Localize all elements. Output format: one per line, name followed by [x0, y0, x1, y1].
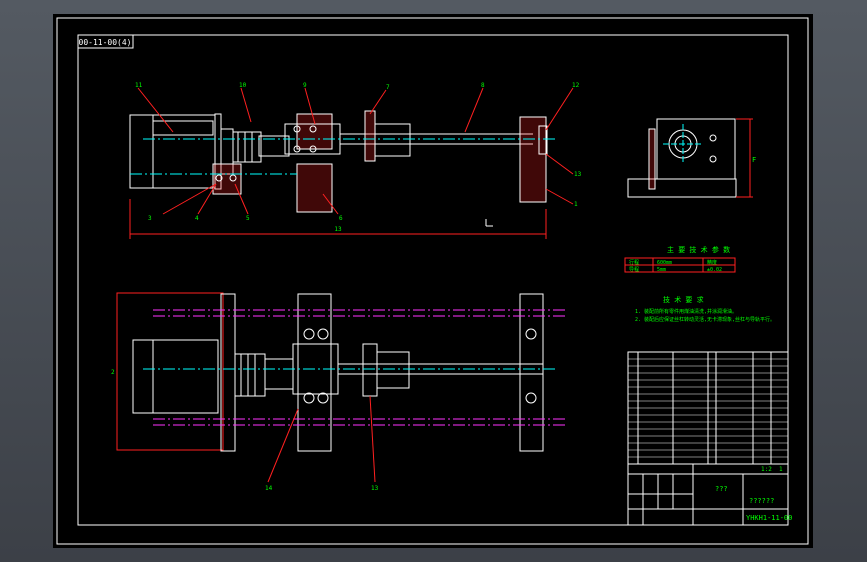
nut-flange	[364, 110, 376, 162]
title-block: ??? ?????? YHKH1-11-00 1:2 1	[627, 463, 792, 526]
plan-end-support	[519, 293, 544, 452]
side-view: F	[627, 118, 756, 198]
title-block-company: ??????	[749, 497, 774, 505]
assembly-drawing: 00-11-00(4)	[56, 17, 809, 545]
param-cell: 精度	[707, 259, 717, 266]
callout-9: 6	[339, 215, 343, 222]
callout-2: 10	[239, 82, 247, 89]
bearing-seat-lower	[296, 163, 333, 213]
parameter-table: 主 要 技 术 参 数 行程 600mm 精度 导程 5mm ±0.02	[624, 245, 736, 273]
param-cell: 行程	[629, 259, 639, 266]
side-housing	[656, 118, 736, 180]
callout-10: 3	[148, 215, 152, 222]
callout-13: 14	[265, 485, 273, 492]
callout-3: 9	[303, 82, 307, 89]
title-tab-box	[77, 34, 134, 49]
ball-nut	[374, 123, 411, 157]
callout-4: 7	[386, 84, 390, 91]
callout-5: 8	[481, 82, 485, 89]
end-support	[519, 116, 547, 203]
front-view: 13 11 10 9 7 8 12	[129, 82, 582, 239]
tech-title: 技 术 要 求	[663, 295, 704, 304]
param-cell: ±0.02	[707, 267, 722, 273]
tech-line-1: 1. 装配前所有零件用煤油清洗,并涂润滑油。	[635, 308, 737, 315]
plan-coupling	[234, 353, 266, 397]
param-cell: 导程	[629, 266, 639, 273]
callout-7: 13	[574, 171, 582, 178]
plan-dimension-text: 2	[111, 369, 115, 376]
outer-frame	[56, 17, 809, 545]
drawing-sheet: 00-11-00(4)	[53, 14, 813, 548]
plan-envelope	[116, 292, 224, 451]
callout-12: 5	[246, 215, 250, 222]
height-dimension-text: F	[752, 156, 756, 164]
title-block-drawing-no: YHKH1-11-00	[746, 514, 792, 522]
parts-list	[627, 351, 789, 465]
title-block-name: ???	[715, 485, 728, 493]
title-block-scale: 1:2	[761, 466, 772, 473]
callout-14: 13	[371, 485, 379, 492]
overall-dimension-text: 13	[334, 226, 342, 233]
plan-view: 2 14 13	[111, 292, 565, 492]
coupling	[232, 131, 262, 163]
param-cell: 5mm	[657, 267, 666, 273]
tech-line-2: 2. 装配后应保证丝杠转动灵活,无卡滞现象,丝杠与导轨平行。	[635, 316, 775, 323]
plan-motor	[132, 339, 219, 414]
callout-1: 11	[135, 82, 143, 89]
title-block-sheet: 1	[779, 466, 783, 473]
callout-8: 1	[574, 201, 578, 208]
plan-nut-flange	[362, 343, 378, 397]
param-cell: 600mm	[657, 260, 672, 266]
motor-body	[129, 114, 216, 189]
parameter-table-title: 主 要 技 术 参 数	[667, 245, 730, 254]
technical-requirements: 技 术 要 求 1. 装配前所有零件用煤油清洗,并涂润滑油。 2. 装配后应保证…	[635, 295, 775, 323]
side-base	[627, 178, 737, 198]
inner-frame	[77, 34, 789, 526]
plan-bearing-block	[297, 293, 332, 452]
title-tab: 00-11-00(4)	[79, 38, 132, 47]
plan-ball-nut	[376, 351, 410, 389]
callout-6: 12	[572, 82, 580, 89]
callout-11: 4	[195, 215, 199, 222]
